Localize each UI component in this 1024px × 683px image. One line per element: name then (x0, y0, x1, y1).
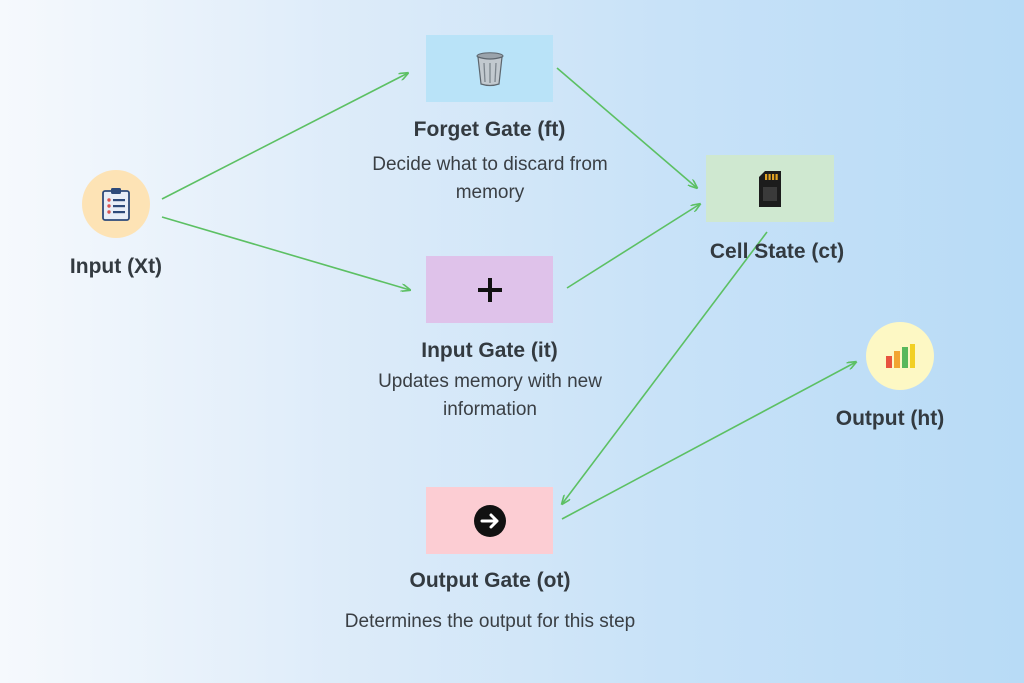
edge-input-gate-to-cell-state (566, 204, 700, 289)
edge-forget-gate-to-cell-state (556, 67, 697, 188)
output-gate-box (426, 487, 553, 554)
trash-can-icon (476, 51, 503, 86)
edge-cell-state-to-output-gate (562, 231, 768, 504)
input-gate-description: Updates memory with new information (378, 371, 602, 420)
input-gate-label: Input Gate (it) (421, 339, 558, 362)
cell-state-box (706, 155, 834, 222)
edge-input-to-input-gate (161, 216, 410, 290)
input-label: Input (Xt) (69, 255, 163, 278)
bar-chart-icon (886, 344, 915, 368)
sd-card-icon (759, 170, 781, 207)
forget-gate-description: Decide what to discard from memory (372, 154, 608, 203)
output-gate-description: Determines the output for this step (344, 611, 636, 632)
clipboard-icon (102, 188, 130, 221)
output-node (866, 322, 934, 390)
output-gate-label: Output Gate (ot) (409, 569, 571, 592)
edge-output-gate-to-output (561, 362, 856, 520)
plus-icon (477, 277, 502, 302)
cell-state-label: Cell State (ct) (709, 240, 845, 263)
forget-gate-label: Forget Gate (ft) (413, 118, 566, 141)
input-gate-box (426, 256, 553, 323)
forget-gate-box (426, 35, 553, 102)
edge-input-to-forget-gate (161, 73, 408, 200)
right-arrow-circle-icon (473, 504, 506, 537)
output-label: Output (ht) (835, 407, 945, 430)
input-node (82, 170, 150, 238)
